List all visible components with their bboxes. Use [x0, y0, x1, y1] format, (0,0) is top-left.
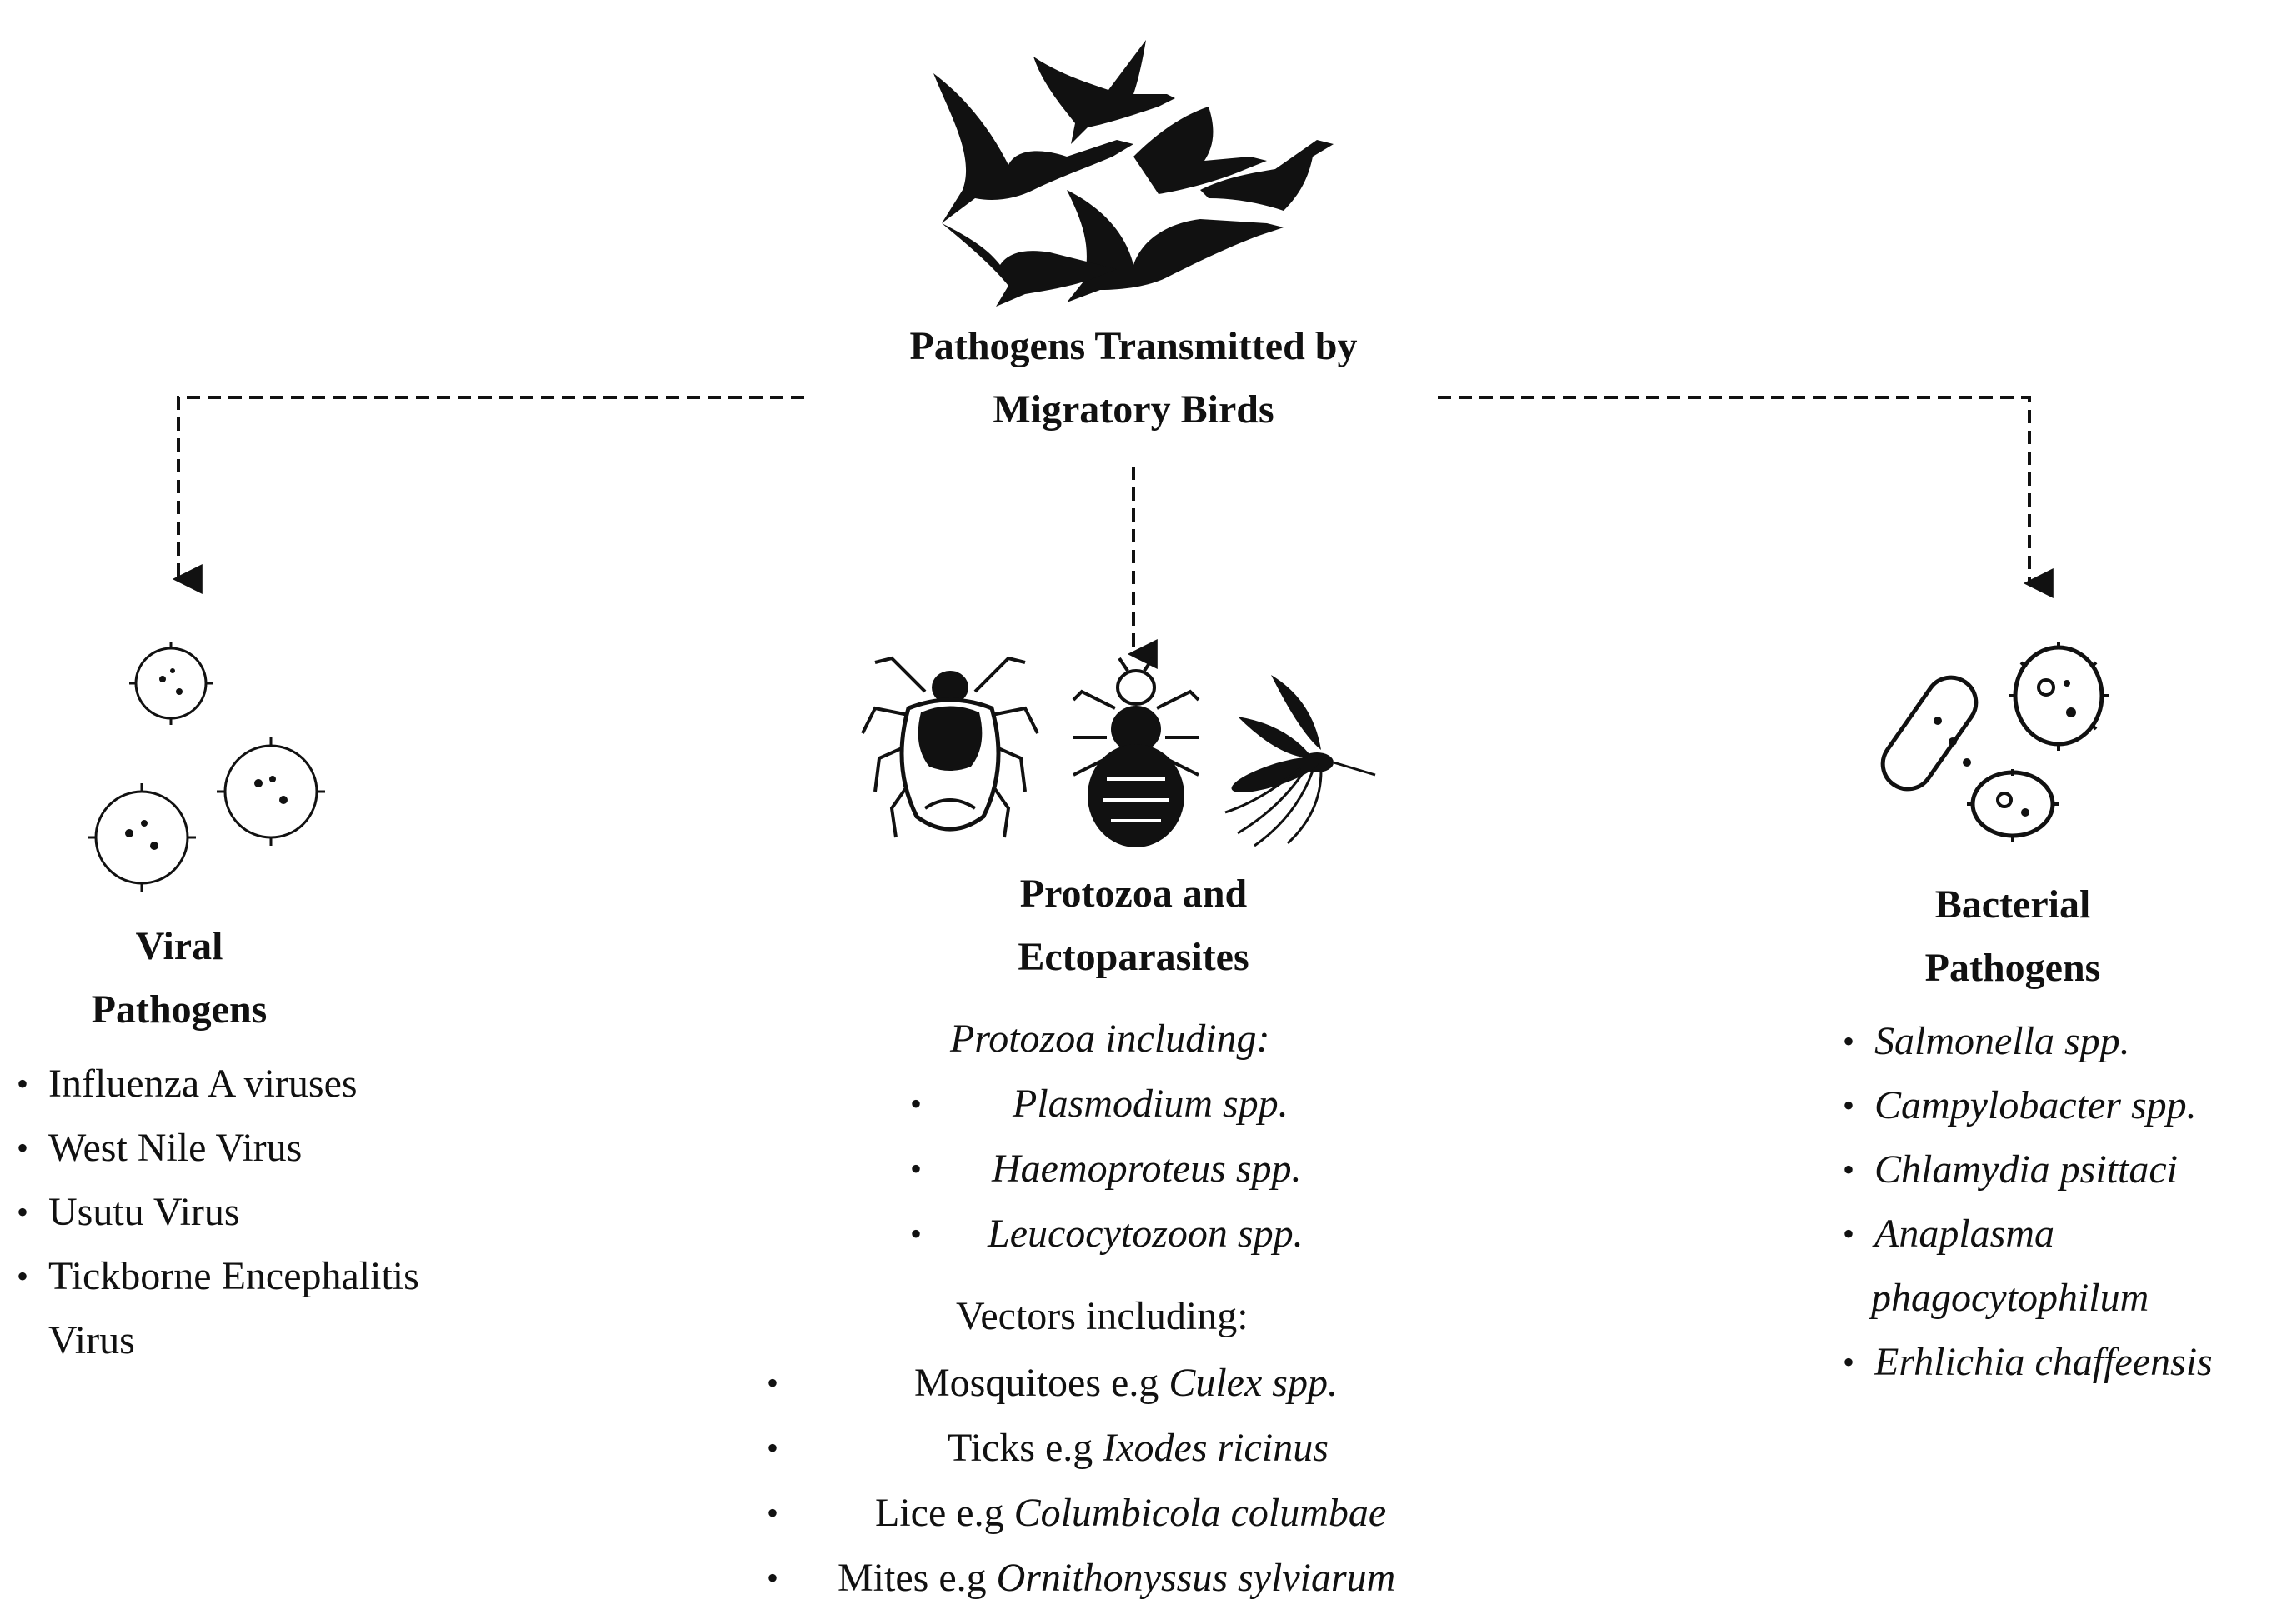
- list-item: Salmonella spp.: [1838, 1009, 2279, 1073]
- list-item: Usutu Virus: [12, 1180, 528, 1244]
- list-item-continuation: Virus: [48, 1318, 135, 1362]
- list-item: Lice e.g Columbicola columbae: [875, 1488, 1386, 1538]
- bacteria-icon: [1880, 642, 2109, 842]
- viral-title-line2: Pathogens: [91, 987, 268, 1032]
- bullet: •: [767, 1429, 779, 1467]
- vector-species: Culex spp.: [1169, 1361, 1338, 1405]
- mosquito-icon: [1224, 675, 1376, 847]
- list-item: West Nile Virus: [12, 1116, 528, 1180]
- vector-species: Ixodes ricinus: [1103, 1426, 1329, 1470]
- center-title: Pathogens Transmitted by Migratory Birds: [842, 315, 1425, 442]
- list-item: Chlamydia psittaci: [1838, 1137, 2279, 1202]
- list-item: Erhlichia chaffeensis: [1838, 1330, 2279, 1394]
- list-item: Mosquitoes e.g Culex spp.: [914, 1358, 1338, 1408]
- viral-list: Influenza A viruses West Nile Virus Usut…: [12, 1052, 528, 1308]
- protozoa-heading: Protozoa including:: [950, 1017, 1270, 1061]
- center-title-line1: Pathogens Transmitted by: [909, 324, 1358, 368]
- list-item: Leucocytozoon spp.: [988, 1212, 1304, 1256]
- arrow-to-viral: [172, 396, 804, 594]
- vectors-heading: Vectors including:: [956, 1294, 1249, 1338]
- bullet: •: [767, 1559, 779, 1597]
- list-item: Campylobacter spp.: [1838, 1073, 2279, 1137]
- list-item: Mites e.g Ornithonyssus sylviarum: [838, 1553, 1395, 1603]
- list-item: Ticks e.g Ixodes ricinus: [948, 1423, 1329, 1473]
- list-item: Haemoproteus spp.: [992, 1147, 1302, 1191]
- louse-icon: [1072, 657, 1200, 847]
- bacterial-title-line2: Pathogens: [1924, 946, 2101, 990]
- vector-prefix: Ticks e.g: [948, 1426, 1093, 1470]
- bullet: •: [910, 1215, 923, 1252]
- viral-title-line1: Viral: [135, 924, 223, 968]
- arrow-to-bacterial: [1438, 396, 2054, 598]
- list-item: Anaplasma: [1838, 1202, 2279, 1266]
- protozoa-title-line2: Ectoparasites: [1018, 935, 1249, 979]
- protozoa-title-line1: Protozoa and: [1019, 872, 1248, 916]
- virus-icon: [88, 642, 325, 892]
- vector-species: Ornithonyssus sylviarum: [996, 1556, 1396, 1600]
- viral-title: Viral Pathogens: [33, 915, 325, 1042]
- bacterial-title-line1: Bacterial: [1934, 882, 2091, 927]
- center-title-line2: Migratory Birds: [993, 387, 1274, 432]
- list-item: Plasmodium spp.: [1013, 1082, 1289, 1126]
- list-item: Influenza A viruses: [12, 1052, 528, 1116]
- migratory-birds-icon: [933, 40, 1334, 307]
- bullet: •: [767, 1494, 779, 1532]
- bullet: •: [910, 1085, 923, 1122]
- list-item-continuation: phagocytophilum: [1871, 1276, 2149, 1320]
- bacterial-title: Bacterial Pathogens: [1859, 873, 2167, 1000]
- vector-prefix: Lice e.g: [875, 1491, 1004, 1535]
- list-item: Tickborne Encephalitis: [12, 1244, 528, 1308]
- bullet: •: [910, 1150, 923, 1187]
- bacterial-list-tail: Erhlichia chaffeensis: [1838, 1330, 2279, 1394]
- vector-prefix: Mosquitoes e.g: [914, 1361, 1159, 1405]
- bacterial-list: Salmonella spp. Campylobacter spp. Chlam…: [1838, 1009, 2279, 1266]
- protozoa-title: Protozoa and Ectoparasites: [946, 862, 1321, 989]
- tick-icon: [861, 656, 1039, 838]
- vector-species: Columbicola columbae: [1013, 1491, 1387, 1535]
- vector-prefix: Mites e.g: [838, 1556, 987, 1600]
- bullet: •: [767, 1364, 779, 1402]
